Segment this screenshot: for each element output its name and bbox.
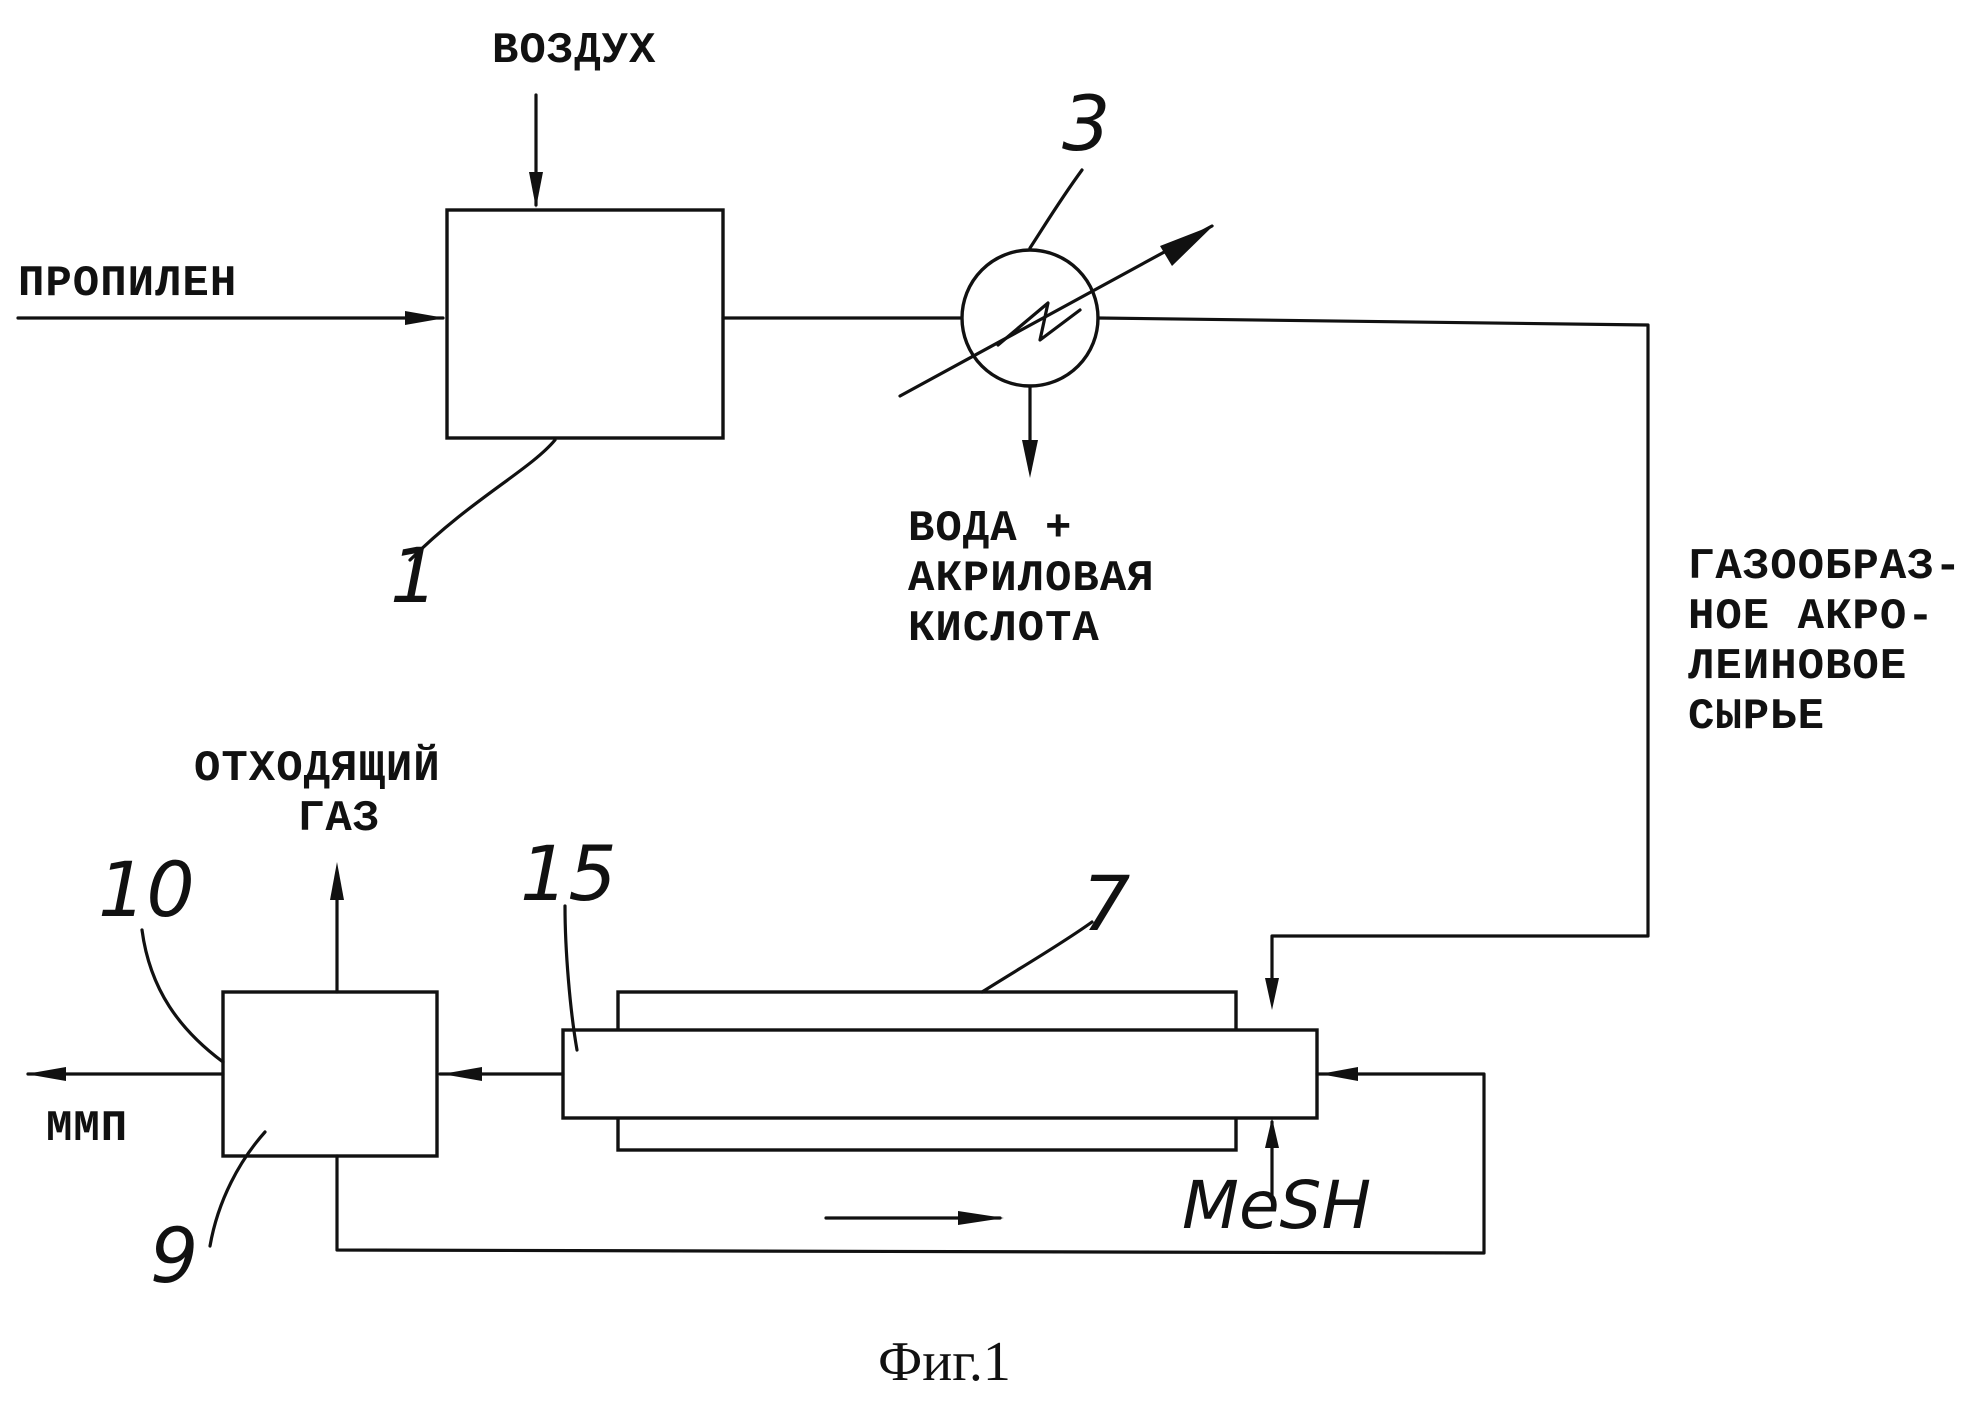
label-gas-feed-line1: ГАЗООБРАЗ-: [1688, 542, 1962, 592]
label-gas-feed-line4: СЫРЬЕ: [1688, 692, 1825, 742]
flow-direction-arrow: [826, 1211, 1004, 1225]
label-condensate-line2: АКРИЛОВАЯ: [908, 554, 1155, 604]
air-inlet-arrow: [529, 95, 543, 208]
condenser-3: [900, 225, 1214, 396]
numeral-separator: 9: [150, 1211, 198, 1300]
numeral-condenser: 3: [1062, 79, 1110, 168]
label-propylene: ПРОПИЛЕН: [18, 259, 237, 309]
numeral-jacket: 7: [1082, 859, 1130, 948]
acrolein-feed-line: [1098, 318, 1648, 1010]
numeral-separator-outlet: 10: [98, 845, 195, 934]
numeral-tube: 15: [520, 829, 617, 918]
product-outlet-arrow: [26, 1067, 223, 1081]
offgas-outlet-arrow: [330, 862, 344, 992]
propylene-inlet-arrow: [18, 311, 445, 325]
label-gas-feed-line2: НОЕ АКРО-: [1688, 592, 1935, 642]
label-offgas-line2: ГАЗ: [298, 794, 380, 844]
numeral-reactor: 1: [390, 531, 438, 620]
scrubber-tube-15: [563, 1030, 1317, 1118]
label-condensate-line3: КИСЛОТА: [908, 604, 1100, 654]
scrubber-to-separator-line: [440, 1067, 563, 1081]
label-gas-feed-line3: ЛЕИНОВОЕ: [1688, 642, 1907, 692]
label-condensate-line1: ВОДА +: [908, 504, 1072, 554]
label-offgas-line1: ОТХОДЯЩИЙ: [194, 743, 441, 794]
condensate-outlet-arrow: [1022, 386, 1038, 478]
reactor-1: [447, 210, 723, 438]
label-product: ММП: [46, 1104, 128, 1154]
label-air: ВОЗДУХ: [492, 26, 656, 76]
label-mesh: MeSH: [1182, 1167, 1371, 1244]
separator-9: [223, 992, 437, 1156]
figure-caption: Фиг.1: [878, 1331, 1011, 1393]
